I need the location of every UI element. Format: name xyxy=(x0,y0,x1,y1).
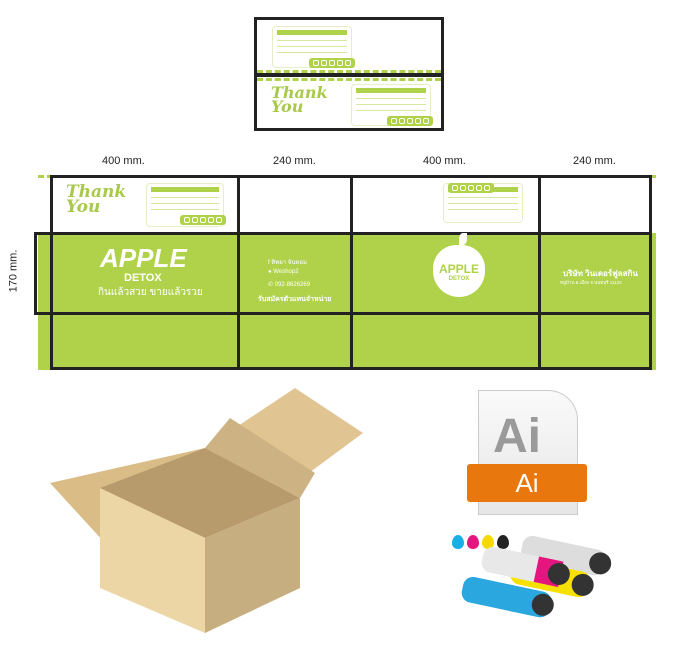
facebook-contact: f ทิพยา จันหอม xyxy=(268,260,307,266)
phone-contact: ✆ 092-8626269 xyxy=(268,282,311,288)
dim-height: 170 mm. xyxy=(7,249,20,293)
ink-cartridges-icon xyxy=(461,535,612,618)
dim-width-4: 240 mm. xyxy=(573,155,616,167)
line-contact: ● Weshop2 xyxy=(268,269,299,275)
dim-width-2: 240 mm. xyxy=(273,155,316,167)
apple-icon xyxy=(433,245,485,297)
cardboard-box-illustration xyxy=(50,388,363,633)
cmyk-ink-drops xyxy=(452,535,509,549)
company-name: บริษัท วินเดอร์ฟูลสกิน xyxy=(563,269,638,278)
dim-width-3: 400 mm. xyxy=(423,155,466,167)
slogan: กินแล้วสวย ขายแล้วรวย xyxy=(98,287,203,298)
thank-you-text: Thank xyxy=(271,83,328,102)
brand-logo: APPLE xyxy=(100,243,187,273)
ai-badge: Ai xyxy=(467,464,587,502)
dim-width-1: 400 mm. xyxy=(102,155,145,167)
